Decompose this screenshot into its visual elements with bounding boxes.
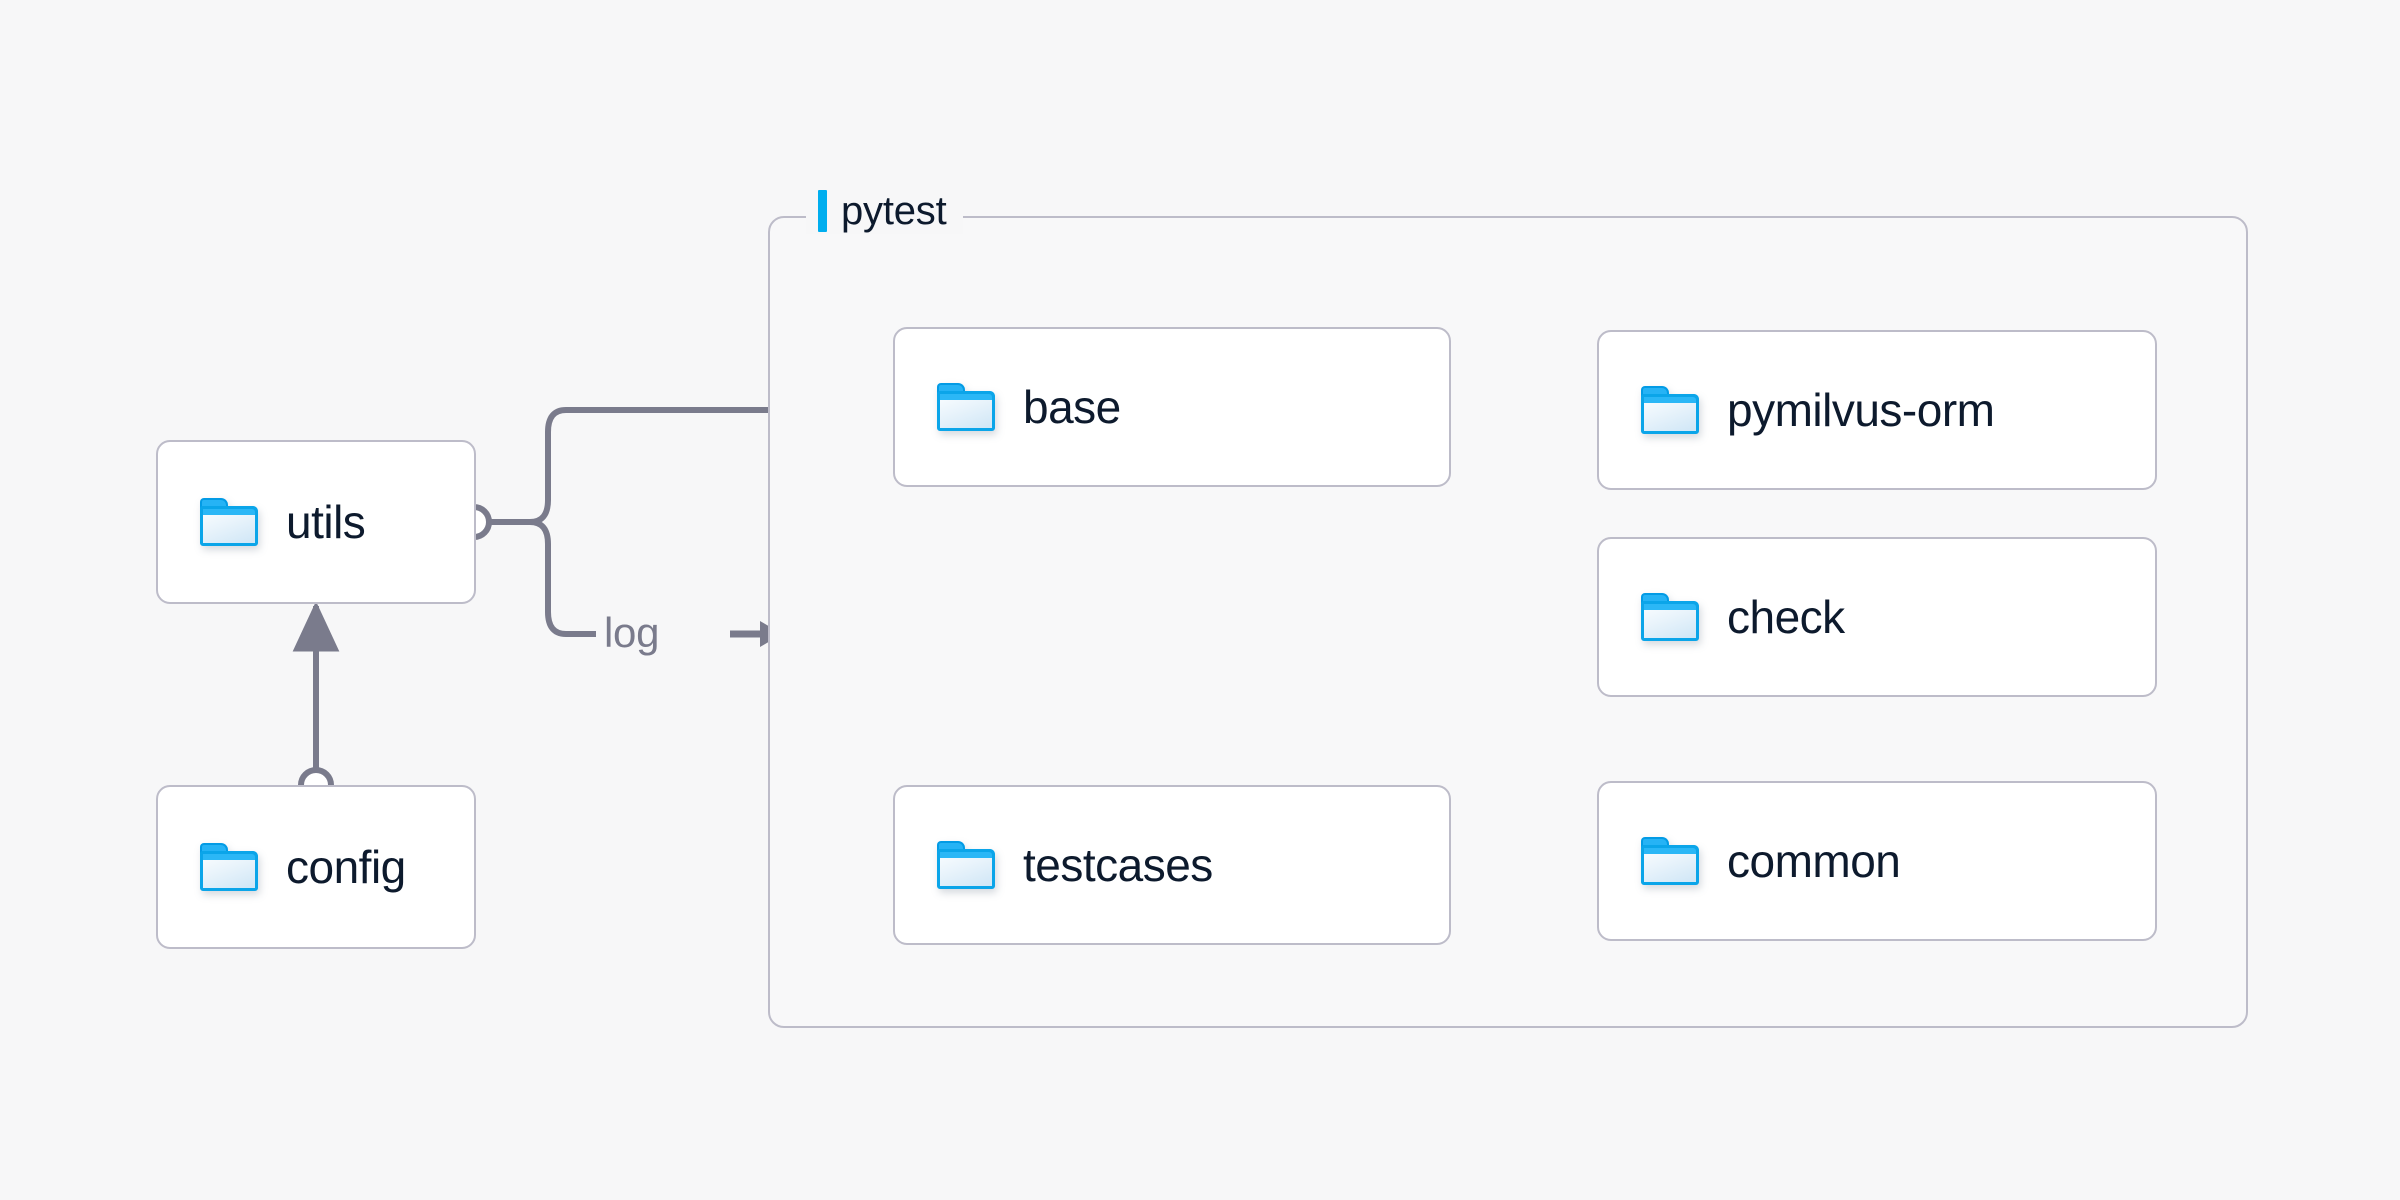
- node-config[interactable]: config: [156, 785, 476, 949]
- node-pymilvus-orm[interactable]: pymilvus-orm: [1597, 330, 2157, 490]
- node-common[interactable]: common: [1597, 781, 2157, 941]
- node-label-config: config: [286, 841, 406, 893]
- folder-icon: [200, 843, 258, 891]
- node-testcases[interactable]: testcases: [893, 785, 1451, 945]
- folder-icon: [1641, 386, 1699, 434]
- node-label-check: check: [1727, 591, 1845, 643]
- folder-icon: [1641, 837, 1699, 885]
- edge-utils-to-log: [489, 519, 596, 637]
- node-label-common: common: [1727, 835, 1901, 887]
- edge-label-log: log: [604, 609, 660, 656]
- folder-icon: [937, 841, 995, 889]
- node-label-pymilvus-orm: pymilvus-orm: [1727, 384, 1995, 436]
- node-label-base: base: [1023, 381, 1121, 433]
- group-label-pytest: pytest: [806, 188, 963, 234]
- node-base[interactable]: base: [893, 327, 1451, 487]
- node-label-utils: utils: [286, 496, 366, 548]
- folder-icon: [1641, 593, 1699, 641]
- folder-icon: [200, 498, 258, 546]
- node-utils[interactable]: utils: [156, 440, 476, 604]
- group-title-text: pytest: [841, 188, 947, 233]
- node-label-testcases: testcases: [1023, 839, 1213, 891]
- node-check[interactable]: check: [1597, 537, 2157, 697]
- group-accent-bar: [818, 190, 827, 232]
- folder-icon: [937, 383, 995, 431]
